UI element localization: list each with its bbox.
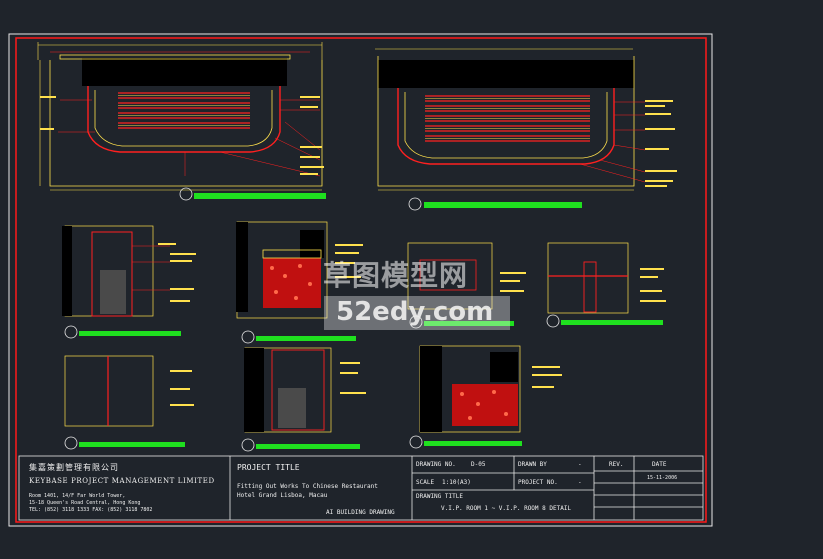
company-contact: TEL: (852) 3118 1333 FAX: (852) 3118 780… [29, 507, 153, 513]
project-title-line-1: Fitting Out Works To Chinese Restaurant [237, 483, 378, 490]
rev-label: REV. [609, 461, 624, 468]
detail-section-f [244, 347, 366, 433]
company-address-1: Room 1401, 14/F Far World Tower, [29, 493, 126, 499]
elevation-right [375, 48, 677, 191]
company-address-2: 15-18 Queen's Road Central, Hong Kong [29, 500, 141, 506]
drawing-title-label: DRAWING TITLE [416, 493, 463, 500]
detail-section-d [547, 242, 666, 314]
drawing-no-value: D-05 [471, 461, 486, 468]
drawing-no-label: DRAWING NO. [416, 461, 456, 468]
date-label: DATE [652, 461, 667, 468]
drawing-border [15, 37, 707, 523]
scale-value: 1:10(A3) [442, 479, 471, 486]
project-no-value: - [578, 479, 582, 486]
project-title-line-2: Hotel Grand Lisboa, Macau [237, 492, 328, 499]
detail-section-e [64, 355, 194, 427]
sheet-type: AI BUILDING DRAWING [326, 509, 395, 516]
detail-section-c [407, 242, 526, 310]
section-label-bars [79, 193, 663, 449]
outer-frame [8, 33, 713, 527]
watermark-chinese: 草图模型网 [323, 259, 469, 292]
drawn-by-label: DRAWN BY [518, 461, 547, 468]
watermark-band [324, 296, 510, 330]
detail-section-b [236, 221, 363, 319]
watermark-url: 52edy.com [336, 297, 494, 327]
drawing-title-value: V.I.P. ROOM 1 ~ V.I.P. ROOM 8 DETAIL [441, 505, 572, 512]
drawn-by-value: - [578, 461, 582, 468]
date-value: 15-11-2006 [647, 475, 678, 481]
project-no-label: PROJECT NO. [518, 479, 558, 486]
project-title-label: PROJECT TITLE [237, 463, 300, 472]
section-markers [64, 187, 560, 452]
company-name-chinese: 集嘉策劃管理有限公司 [29, 463, 119, 472]
scale-label: SCALE [416, 479, 435, 486]
title-block-grid [18, 455, 704, 521]
detail-section-g [419, 345, 562, 433]
company-name-english: KEYBASE PROJECT MANAGEMENT LIMITED [29, 477, 215, 485]
elevation-left [37, 42, 324, 191]
detail-section-a [62, 225, 196, 317]
